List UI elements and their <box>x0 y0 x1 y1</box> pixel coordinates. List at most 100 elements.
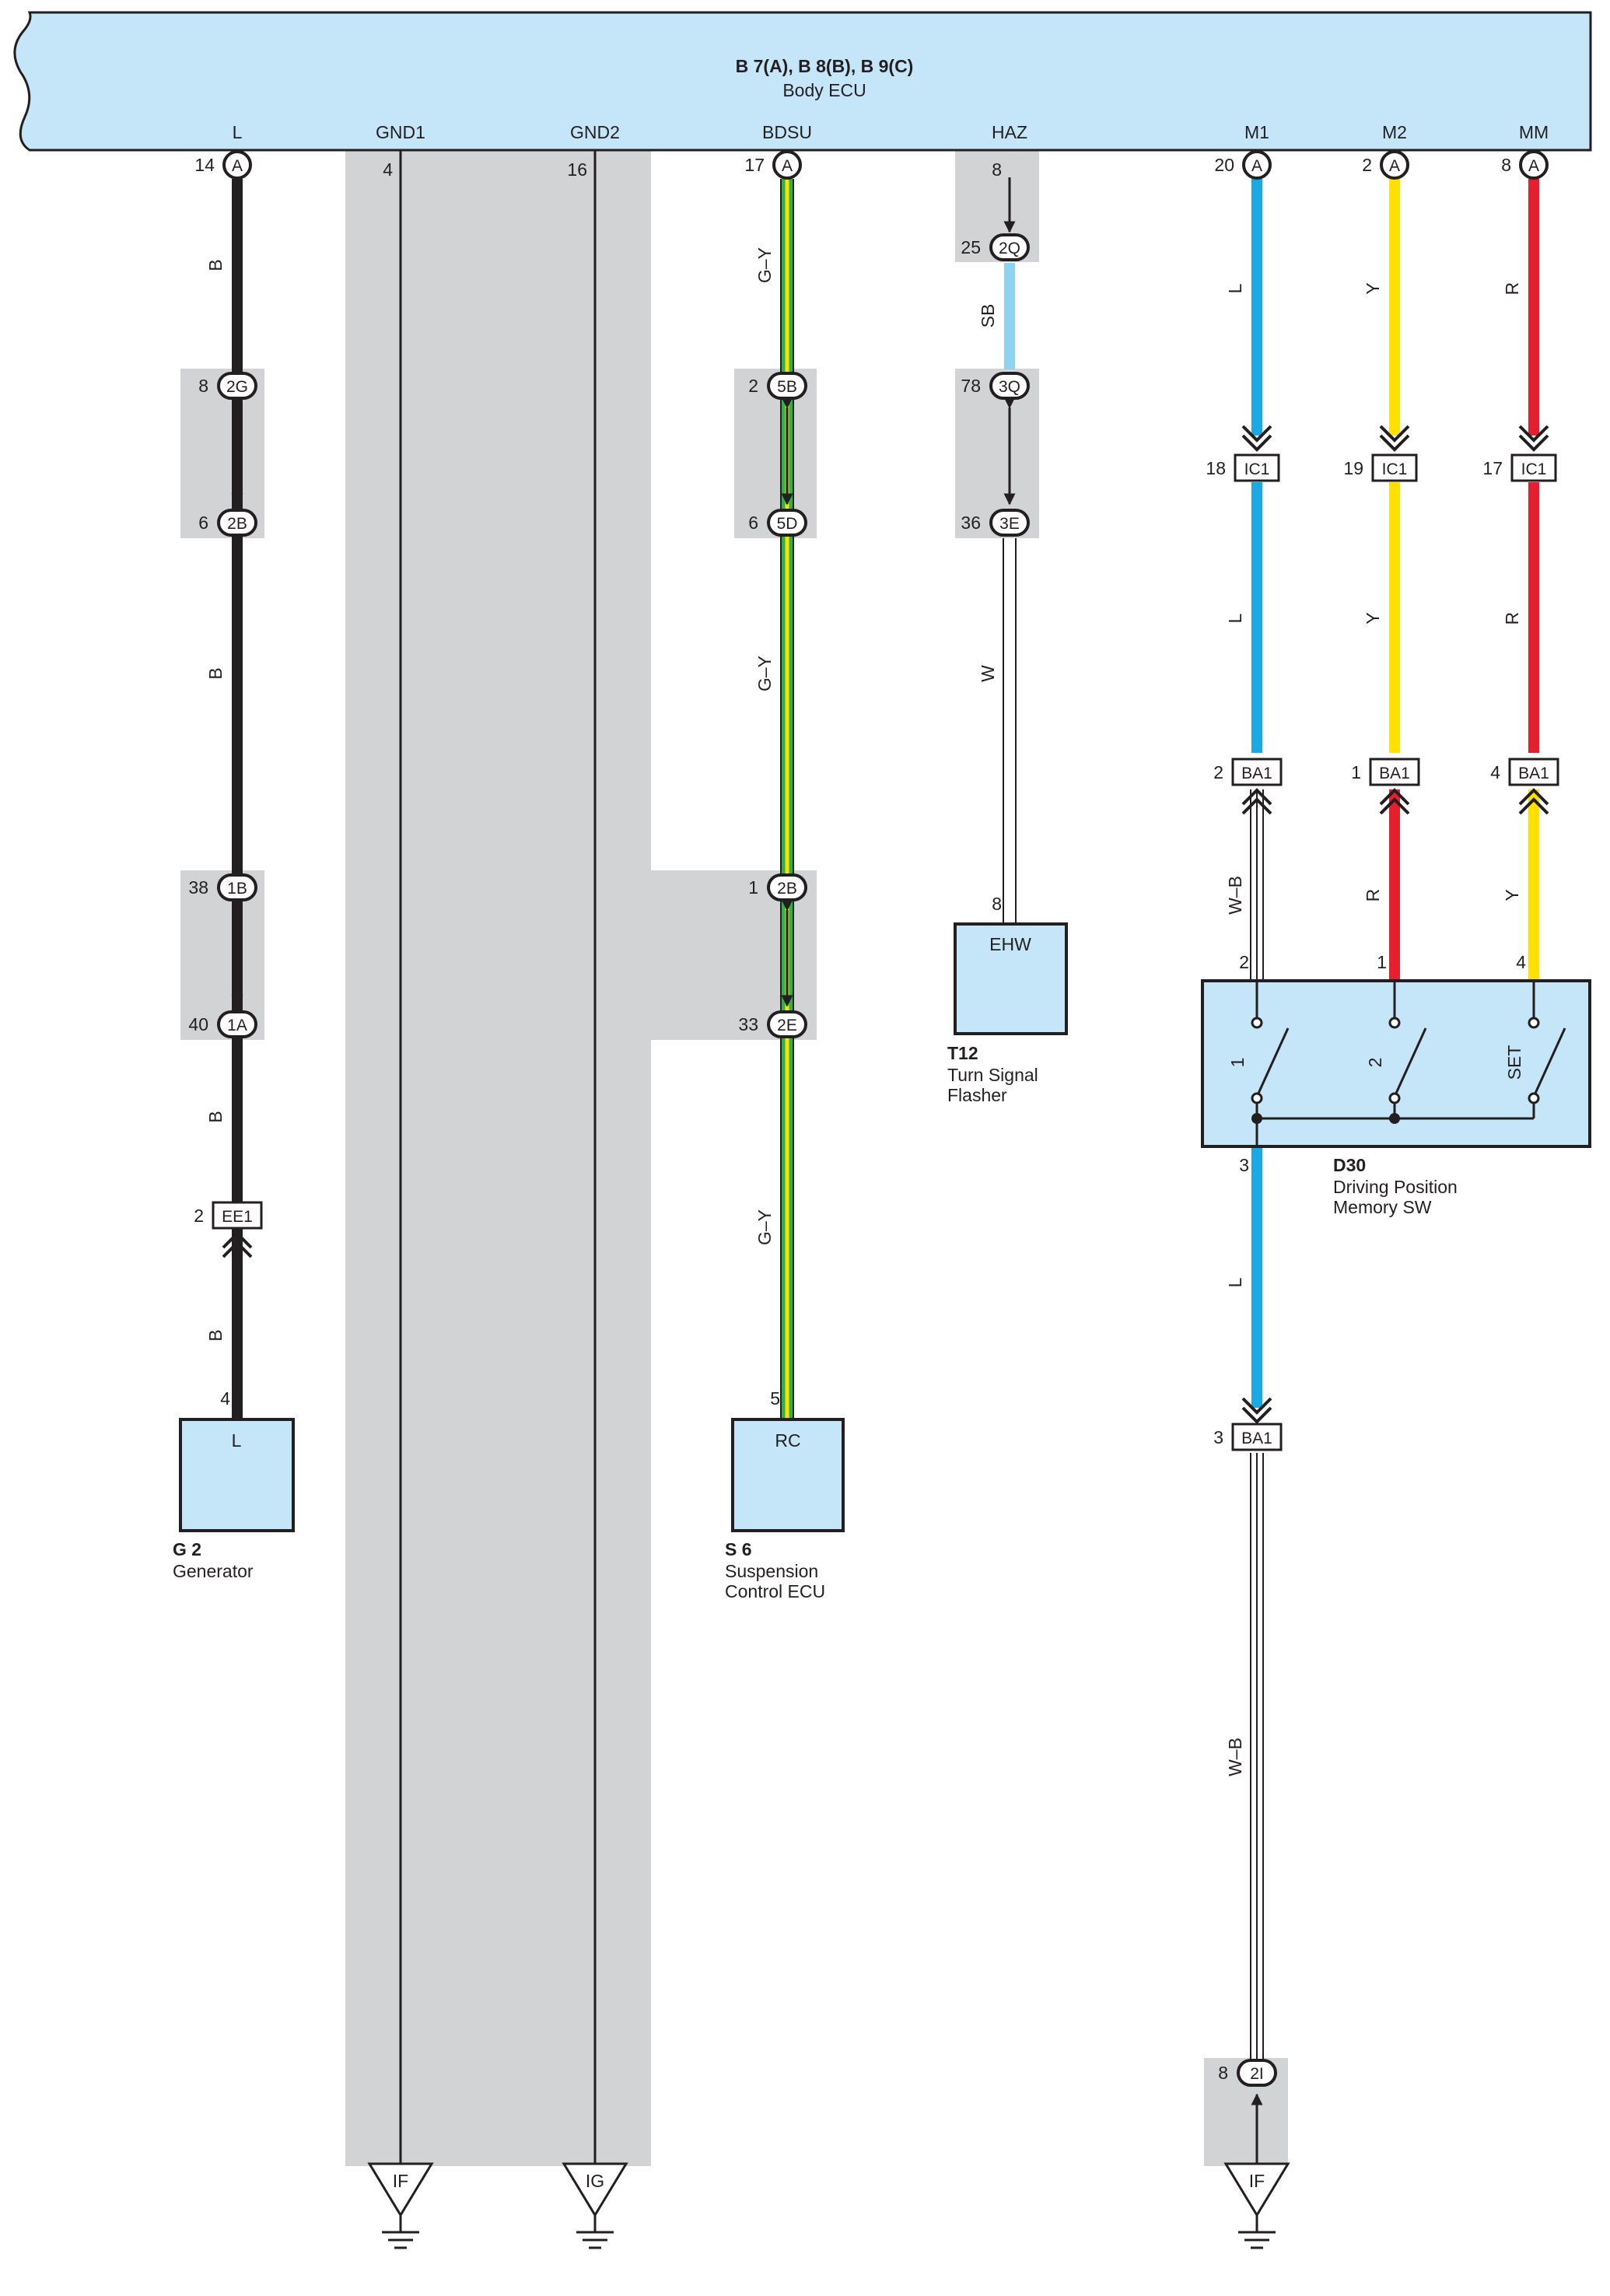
ground-icon: IF <box>367 2162 434 2249</box>
svg-text:2B: 2B <box>227 515 247 533</box>
svg-text:Generator: Generator <box>173 1561 254 1581</box>
svg-text:8: 8 <box>1218 2063 1228 2083</box>
svg-text:33: 33 <box>738 1014 758 1034</box>
ecu-pin-l: L <box>233 122 243 142</box>
wire-label: G–Y <box>754 247 775 283</box>
ground-symbols: IF IG IF <box>367 2162 1290 2249</box>
svg-text:8: 8 <box>1501 155 1511 175</box>
component-turn-signal-flasher: 8 EHW T12 Turn Signal Flasher <box>947 894 1068 1105</box>
ecu-pin-gnd2: GND2 <box>570 122 620 142</box>
svg-text:A: A <box>1528 157 1539 175</box>
wire-label: SB <box>978 304 998 328</box>
svg-text:IC1: IC1 <box>1521 460 1547 478</box>
svg-text:A: A <box>782 157 793 175</box>
svg-text:EE1: EE1 <box>222 1208 253 1226</box>
svg-text:1A: 1A <box>227 1017 247 1034</box>
svg-text:3: 3 <box>1239 1155 1249 1175</box>
svg-text:8: 8 <box>992 894 1002 914</box>
ecu-terminal-m1: A 20 <box>1214 150 1272 180</box>
wire-label: L <box>1225 613 1245 623</box>
wire-label: Y <box>1363 612 1383 624</box>
inline-connectors: IC1 18 IC1 19 IC1 17 BA1 2 BA1 1 BA1 4 <box>194 453 1559 1451</box>
svg-text:4: 4 <box>1490 762 1500 782</box>
svg-text:14: 14 <box>194 155 215 175</box>
pin-haz: 8 <box>992 159 1002 180</box>
svg-text:BA1: BA1 <box>1241 1430 1272 1447</box>
ecu-pin-haz: HAZ <box>992 122 1027 142</box>
svg-text:Suspension: Suspension <box>725 1561 818 1581</box>
svg-text:20: 20 <box>1214 155 1234 175</box>
svg-text:4: 4 <box>1516 952 1526 972</box>
ecu-terminal-mm: A 8 <box>1501 150 1549 180</box>
pin-gnd1: 4 <box>383 159 393 180</box>
wire-label: Y <box>1502 889 1522 901</box>
ecu-terminal-l: A 14 <box>194 150 252 180</box>
connector-5d: 5D 6 <box>748 509 807 537</box>
connector-2i: 2I 8 <box>1218 2059 1277 2087</box>
ecu-terminal-m2: A 2 <box>1362 150 1409 180</box>
svg-text:6: 6 <box>198 513 208 533</box>
ground-icon: IG <box>562 2162 628 2249</box>
svg-text:D30: D30 <box>1333 1155 1366 1175</box>
connector-ba1-m1: BA1 2 <box>1213 758 1283 786</box>
svg-text:A: A <box>1251 157 1262 175</box>
connector-ba1-mm: BA1 4 <box>1490 758 1559 786</box>
svg-text:G 2: G 2 <box>173 1539 201 1559</box>
svg-text:IG: IG <box>586 2171 604 2191</box>
svg-text:5: 5 <box>770 1388 780 1409</box>
ecu-pin-bdsu: BDSU <box>762 122 812 142</box>
body-ecu: B 7(A), B 8(B), B 9(C) Body ECU L GND1 G… <box>13 11 1592 152</box>
connector-2b-bdsu: 2B 1 <box>748 873 807 901</box>
ground-icon: IF <box>1223 2162 1290 2249</box>
wire-label: L <box>1225 283 1245 293</box>
connector-ee1: EE1 2 <box>194 1201 263 1230</box>
svg-text:19: 19 <box>1343 458 1363 478</box>
pin-gnd2: 16 <box>567 159 587 180</box>
svg-text:2E: 2E <box>777 1017 797 1034</box>
svg-text:EHW: EHW <box>989 934 1031 954</box>
svg-text:6: 6 <box>748 513 758 533</box>
svg-text:25: 25 <box>961 237 981 257</box>
connector-3e: 3E 36 <box>961 509 1030 537</box>
connector-2g: 2G 8 <box>198 372 257 400</box>
svg-text:Control ECU: Control ECU <box>725 1581 825 1601</box>
ecu-pin-m1: M1 <box>1244 122 1269 142</box>
svg-text:T12: T12 <box>947 1043 978 1063</box>
svg-text:IC1: IC1 <box>1382 460 1408 478</box>
wire-label: B <box>205 1111 226 1122</box>
connector-3q: 3Q 78 <box>961 372 1030 400</box>
wire-label: R <box>1363 889 1383 902</box>
wire-label: R <box>1502 612 1522 625</box>
connector-ic1-m1: IC1 18 <box>1206 453 1280 482</box>
svg-text:2: 2 <box>1239 952 1249 972</box>
ecu-terminal-bdsu: A 17 <box>744 150 802 180</box>
connector-ic1-mm: IC1 17 <box>1482 453 1557 482</box>
svg-text:2: 2 <box>1213 762 1223 782</box>
connector-2e: 2E 33 <box>738 1010 807 1038</box>
connector-ba1-m2: BA1 1 <box>1351 758 1420 786</box>
switch-label-1: 1 <box>1227 1058 1248 1068</box>
svg-text:78: 78 <box>961 376 981 396</box>
svg-text:IC1: IC1 <box>1244 460 1270 478</box>
svg-text:BA1: BA1 <box>1241 765 1272 782</box>
svg-text:8: 8 <box>198 376 208 396</box>
svg-text:4: 4 <box>220 1388 230 1409</box>
wire-labels: B B B B G–Y G–Y G–Y SB W L L W–B L W–B Y… <box>205 247 1522 1776</box>
svg-text:3Q: 3Q <box>999 378 1020 396</box>
svg-text:3E: 3E <box>999 515 1020 533</box>
svg-text:Memory SW: Memory SW <box>1333 1197 1432 1217</box>
svg-text:1: 1 <box>1351 762 1361 782</box>
wire-label: W <box>978 665 998 682</box>
svg-text:BA1: BA1 <box>1379 765 1410 782</box>
svg-text:2G: 2G <box>226 378 248 396</box>
svg-text:Flasher: Flasher <box>947 1085 1007 1105</box>
svg-text:3: 3 <box>1213 1427 1223 1447</box>
svg-text:2B: 2B <box>777 880 797 898</box>
ecu-pin-gnd1: GND1 <box>376 122 425 142</box>
svg-text:A: A <box>232 157 243 175</box>
junction-connectors: 2G 8 2B 6 1B 38 1A 40 5B 2 5D 6 <box>188 233 1277 2087</box>
svg-text:IF: IF <box>393 2171 408 2191</box>
switch-label-set: SET <box>1504 1045 1524 1080</box>
svg-text:38: 38 <box>188 877 208 898</box>
